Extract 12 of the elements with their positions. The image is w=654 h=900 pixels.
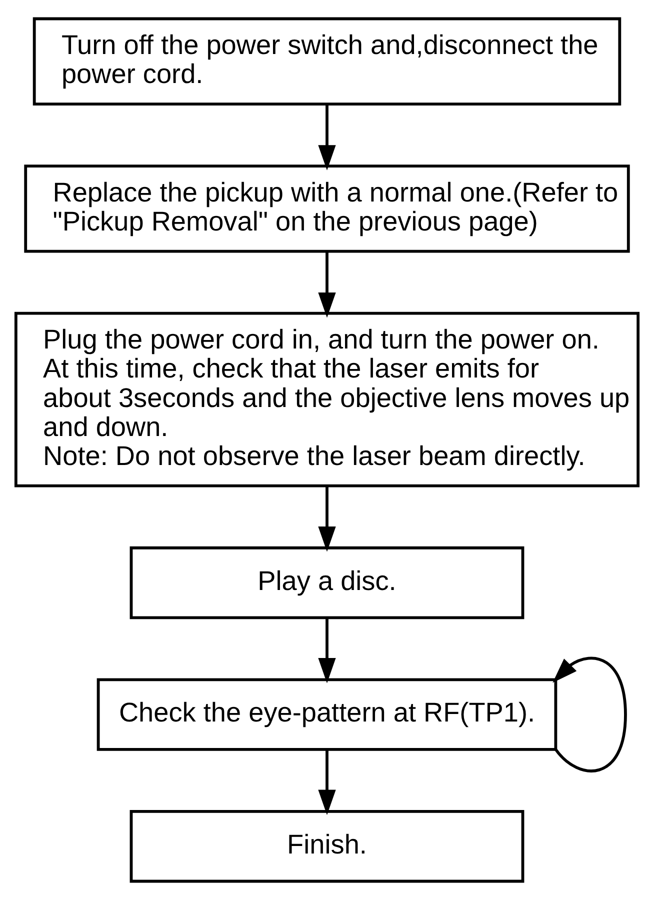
arrow	[318, 104, 336, 170]
node-box: Plug the power cord in, and turn the power on. At this time, check that the laser emits for about 3seconds and the objective lens moves up and down. Note: Do not observe the laser beam directly.	[14, 312, 640, 488]
node-box: Turn off the power switch and,disconnect the power cord.	[32, 17, 622, 106]
node-box: Play a disc.	[130, 546, 524, 620]
arrow	[318, 618, 336, 684]
arrow	[318, 252, 336, 318]
arrow	[552, 656, 627, 772]
arrow	[318, 750, 336, 815]
node-box: Check the eye-pattern at RF(TP1).	[96, 678, 558, 751]
arrow	[318, 486, 336, 552]
node-box: Replace the pickup with a normal one.(Refer to "Pickup Removal" on the previous page)	[24, 164, 630, 253]
node-box: Finish.	[130, 810, 524, 883]
